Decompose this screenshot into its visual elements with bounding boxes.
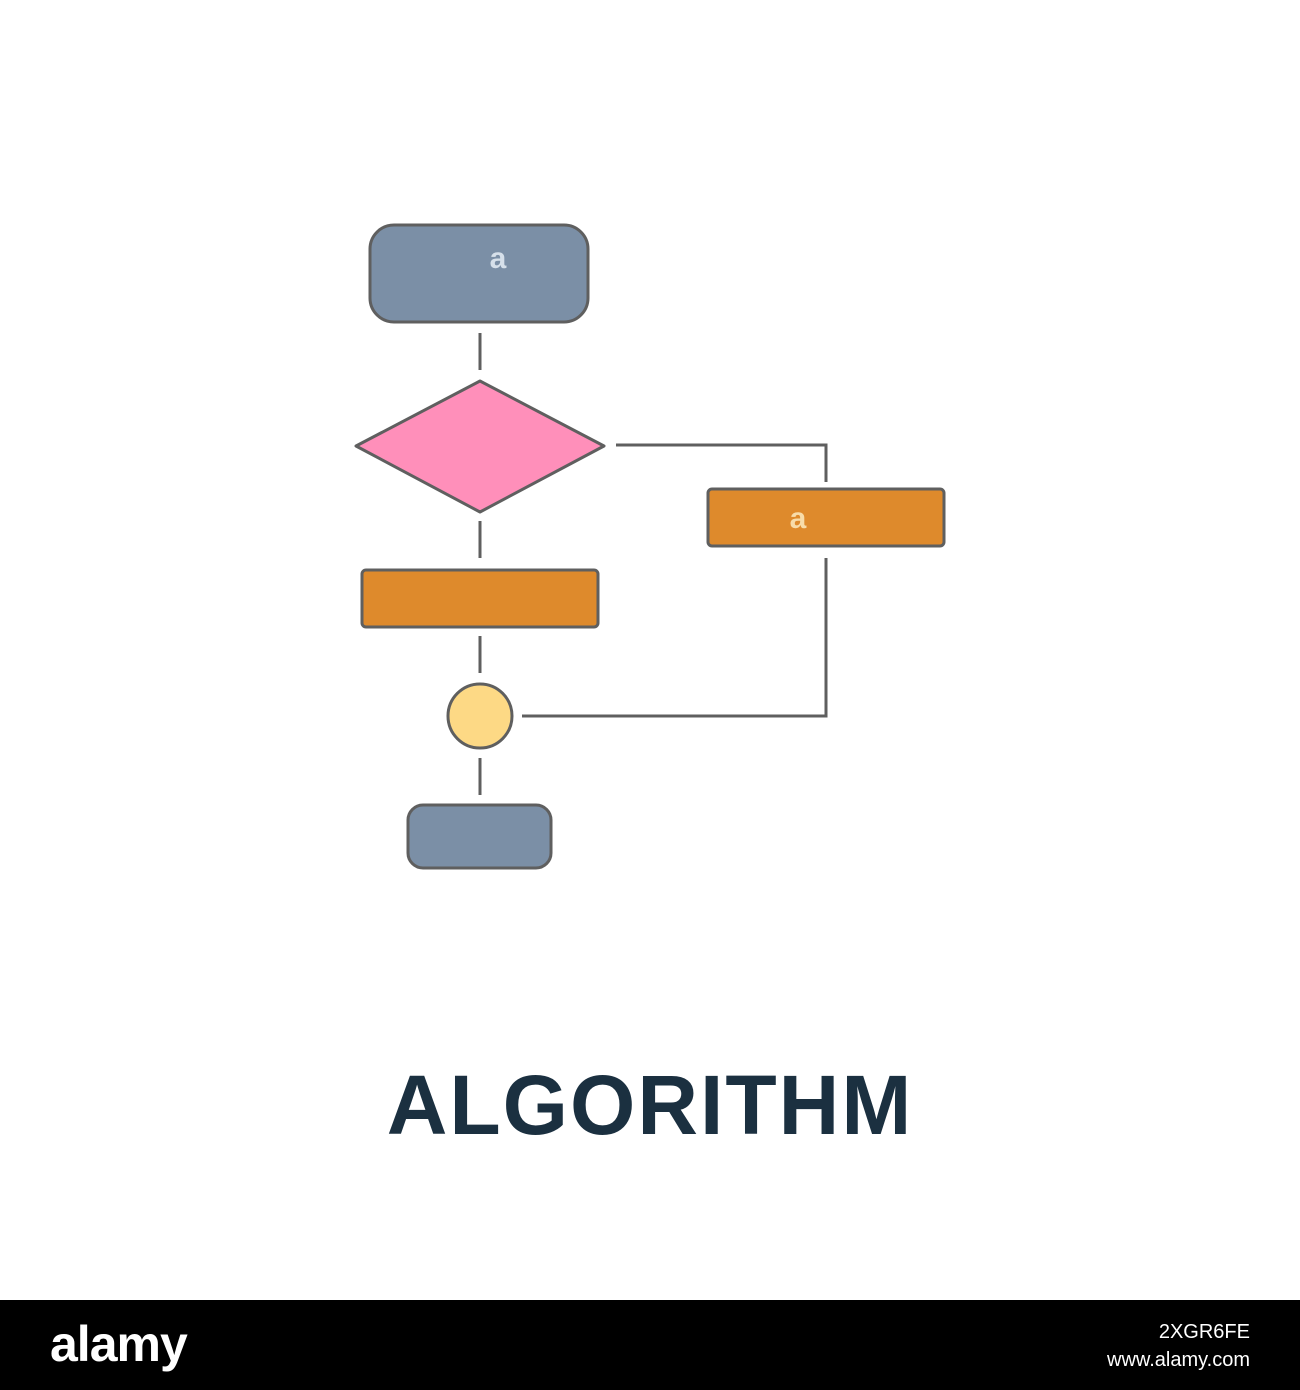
start-node-glyph: a xyxy=(490,242,507,275)
branch-node-glyph: a xyxy=(790,502,807,535)
site-url-label: www.alamy.com xyxy=(1107,1349,1250,1371)
watermark-bar: alamy 2XGR6FE www.alamy.com xyxy=(0,1300,1300,1390)
connector-lines xyxy=(478,333,828,795)
start-terminal-node xyxy=(368,223,590,324)
page-title: ALGORITHM xyxy=(386,1058,914,1152)
main-process-node xyxy=(360,568,600,629)
junction-connector-node xyxy=(446,682,514,750)
line-branch-to-junction xyxy=(522,558,828,718)
line-decision-to-branch xyxy=(616,443,828,482)
end-terminal-node xyxy=(406,803,553,870)
image-id-label: 2XGR6FE xyxy=(1158,1321,1250,1343)
decision-diamond-node xyxy=(354,379,606,514)
branch-process-node xyxy=(706,487,946,548)
algorithm-flowchart-icon: a a xyxy=(354,223,946,870)
brand-logo: alamy xyxy=(50,1316,188,1372)
icon-canvas: a a ALGORITHM xyxy=(354,223,946,1152)
